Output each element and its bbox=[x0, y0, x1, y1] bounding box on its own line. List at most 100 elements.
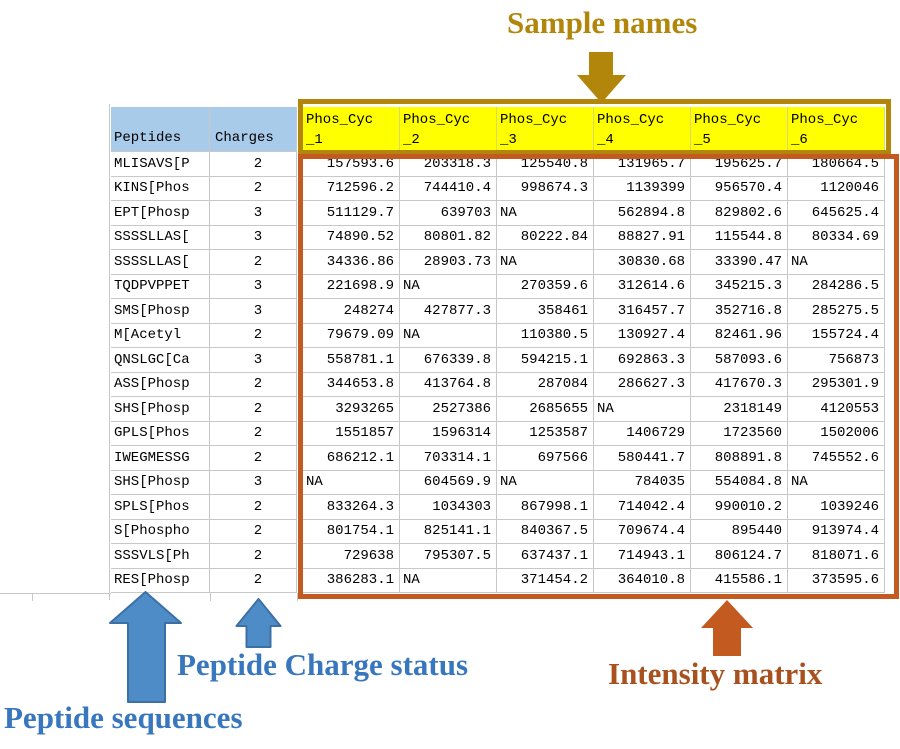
intensity-cell[interactable]: 4120553 bbox=[788, 397, 885, 422]
intensity-cell[interactable]: 714943.1 bbox=[594, 544, 691, 569]
intensity-cell[interactable]: NA bbox=[594, 397, 691, 422]
intensity-cell[interactable]: 221698.9 bbox=[303, 274, 400, 299]
intensity-cell[interactable]: 88827.91 bbox=[594, 225, 691, 250]
intensity-cell[interactable]: 639703 bbox=[400, 201, 497, 226]
charge-cell[interactable]: 2 bbox=[210, 323, 297, 348]
charge-cell[interactable]: 2 bbox=[210, 421, 297, 446]
peptide-sequence-cell[interactable]: ASS[Phosp bbox=[111, 372, 210, 397]
peptide-sequence-cell[interactable]: SSSSLLAS[ bbox=[111, 225, 210, 250]
intensity-cell[interactable]: 1120046 bbox=[788, 176, 885, 201]
intensity-cell[interactable]: 554084.8 bbox=[691, 470, 788, 495]
intensity-cell[interactable]: 956570.4 bbox=[691, 176, 788, 201]
intensity-cell[interactable]: 371454.2 bbox=[497, 568, 594, 593]
sample-name-header-cell[interactable]: Phos_Cyc _4 bbox=[594, 107, 691, 152]
intensity-cell[interactable]: 157593.6 bbox=[303, 152, 400, 177]
intensity-cell[interactable]: 82461.96 bbox=[691, 323, 788, 348]
intensity-cell[interactable]: 284286.5 bbox=[788, 274, 885, 299]
intensity-cell[interactable]: 580441.7 bbox=[594, 446, 691, 471]
intensity-cell[interactable]: 1039246 bbox=[788, 495, 885, 520]
intensity-cell[interactable]: 285275.5 bbox=[788, 299, 885, 324]
sample-name-header-cell[interactable]: Phos_Cyc _6 bbox=[788, 107, 885, 152]
intensity-cell[interactable]: 286627.3 bbox=[594, 372, 691, 397]
charge-cell[interactable]: 3 bbox=[210, 201, 297, 226]
intensity-cell[interactable]: 195625.7 bbox=[691, 152, 788, 177]
intensity-cell[interactable]: 594215.1 bbox=[497, 348, 594, 373]
peptide-sequence-cell[interactable]: SSSVLS[Ph bbox=[111, 544, 210, 569]
intensity-cell[interactable]: 714042.4 bbox=[594, 495, 691, 520]
peptide-sequence-cell[interactable]: MLISAVS[P bbox=[111, 152, 210, 177]
intensity-cell[interactable]: 756873 bbox=[788, 348, 885, 373]
intensity-cell[interactable]: 373595.6 bbox=[788, 568, 885, 593]
intensity-cell[interactable]: 28903.73 bbox=[400, 250, 497, 275]
intensity-cell[interactable]: 287084 bbox=[497, 372, 594, 397]
intensity-cell[interactable]: 825141.1 bbox=[400, 519, 497, 544]
intensity-cell[interactable]: NA bbox=[497, 201, 594, 226]
intensity-cell[interactable]: 801754.1 bbox=[303, 519, 400, 544]
peptide-sequence-cell[interactable]: M[Acetyl bbox=[111, 323, 210, 348]
charge-cell[interactable]: 2 bbox=[210, 250, 297, 275]
peptide-sequence-cell[interactable]: IWEGMESSG bbox=[111, 446, 210, 471]
intensity-cell[interactable]: 998674.3 bbox=[497, 176, 594, 201]
intensity-cell[interactable]: NA bbox=[400, 568, 497, 593]
intensity-cell[interactable]: 587093.6 bbox=[691, 348, 788, 373]
intensity-cell[interactable]: 417670.3 bbox=[691, 372, 788, 397]
intensity-cell[interactable]: 79679.09 bbox=[303, 323, 400, 348]
intensity-cell[interactable]: 33390.47 bbox=[691, 250, 788, 275]
intensity-cell[interactable]: 703314.1 bbox=[400, 446, 497, 471]
intensity-cell[interactable]: 808891.8 bbox=[691, 446, 788, 471]
intensity-cell[interactable]: 795307.5 bbox=[400, 544, 497, 569]
intensity-cell[interactable]: 1253587 bbox=[497, 421, 594, 446]
intensity-cell[interactable]: 692863.3 bbox=[594, 348, 691, 373]
peptide-sequence-cell[interactable]: SHS[Phosp bbox=[111, 470, 210, 495]
intensity-cell[interactable]: 745552.6 bbox=[788, 446, 885, 471]
intensity-cell[interactable]: 316457.7 bbox=[594, 299, 691, 324]
intensity-cell[interactable]: 818071.6 bbox=[788, 544, 885, 569]
intensity-cell[interactable]: 74890.52 bbox=[303, 225, 400, 250]
intensity-cell[interactable]: 344653.8 bbox=[303, 372, 400, 397]
intensity-cell[interactable]: 840367.5 bbox=[497, 519, 594, 544]
sample-name-header-cell[interactable]: Phos_Cyc _1 bbox=[303, 107, 400, 152]
peptide-sequence-cell[interactable]: SSSSLLAS[ bbox=[111, 250, 210, 275]
peptide-sequence-cell[interactable]: RES[Phosp bbox=[111, 568, 210, 593]
intensity-cell[interactable]: 125540.8 bbox=[497, 152, 594, 177]
intensity-cell[interactable]: 1034303 bbox=[400, 495, 497, 520]
intensity-cell[interactable]: 1502006 bbox=[788, 421, 885, 446]
intensity-cell[interactable]: 895440 bbox=[691, 519, 788, 544]
intensity-cell[interactable]: 562894.8 bbox=[594, 201, 691, 226]
intensity-cell[interactable]: 386283.1 bbox=[303, 568, 400, 593]
intensity-cell[interactable]: NA bbox=[788, 470, 885, 495]
intensity-cell[interactable]: 2685655 bbox=[497, 397, 594, 422]
charge-cell[interactable]: 2 bbox=[210, 519, 297, 544]
intensity-cell[interactable]: 34336.86 bbox=[303, 250, 400, 275]
intensity-cell[interactable]: 352716.8 bbox=[691, 299, 788, 324]
intensity-cell[interactable]: 270359.6 bbox=[497, 274, 594, 299]
peptide-sequence-cell[interactable]: SHS[Phosp bbox=[111, 397, 210, 422]
intensity-cell[interactable]: 248274 bbox=[303, 299, 400, 324]
peptide-sequence-cell[interactable]: TQDPVPPET bbox=[111, 274, 210, 299]
charge-cell[interactable]: 2 bbox=[210, 495, 297, 520]
intensity-cell[interactable]: NA bbox=[303, 470, 400, 495]
intensity-cell[interactable]: 180664.5 bbox=[788, 152, 885, 177]
intensity-cell[interactable]: NA bbox=[788, 250, 885, 275]
intensity-cell[interactable]: 155724.4 bbox=[788, 323, 885, 348]
peptide-sequence-cell[interactable]: SPLS[Phos bbox=[111, 495, 210, 520]
intensity-cell[interactable]: NA bbox=[497, 250, 594, 275]
intensity-cell[interactable]: 415586.1 bbox=[691, 568, 788, 593]
intensity-cell[interactable]: NA bbox=[400, 323, 497, 348]
intensity-cell[interactable]: 637437.1 bbox=[497, 544, 594, 569]
sample-name-header-cell[interactable]: Phos_Cyc _3 bbox=[497, 107, 594, 152]
intensity-cell[interactable]: 558781.1 bbox=[303, 348, 400, 373]
intensity-cell[interactable]: 784035 bbox=[594, 470, 691, 495]
peptide-sequence-cell[interactable]: S[Phospho bbox=[111, 519, 210, 544]
intensity-cell[interactable]: 115544.8 bbox=[691, 225, 788, 250]
intensity-cell[interactable]: 744410.4 bbox=[400, 176, 497, 201]
intensity-cell[interactable]: 110380.5 bbox=[497, 323, 594, 348]
charge-cell[interactable]: 3 bbox=[210, 470, 297, 495]
charge-cell[interactable]: 2 bbox=[210, 152, 297, 177]
intensity-cell[interactable]: 30830.68 bbox=[594, 250, 691, 275]
intensity-cell[interactable]: 131965.7 bbox=[594, 152, 691, 177]
intensity-cell[interactable]: 686212.1 bbox=[303, 446, 400, 471]
intensity-cell[interactable]: 833264.3 bbox=[303, 495, 400, 520]
intensity-cell[interactable]: 2527386 bbox=[400, 397, 497, 422]
intensity-cell[interactable]: 358461 bbox=[497, 299, 594, 324]
